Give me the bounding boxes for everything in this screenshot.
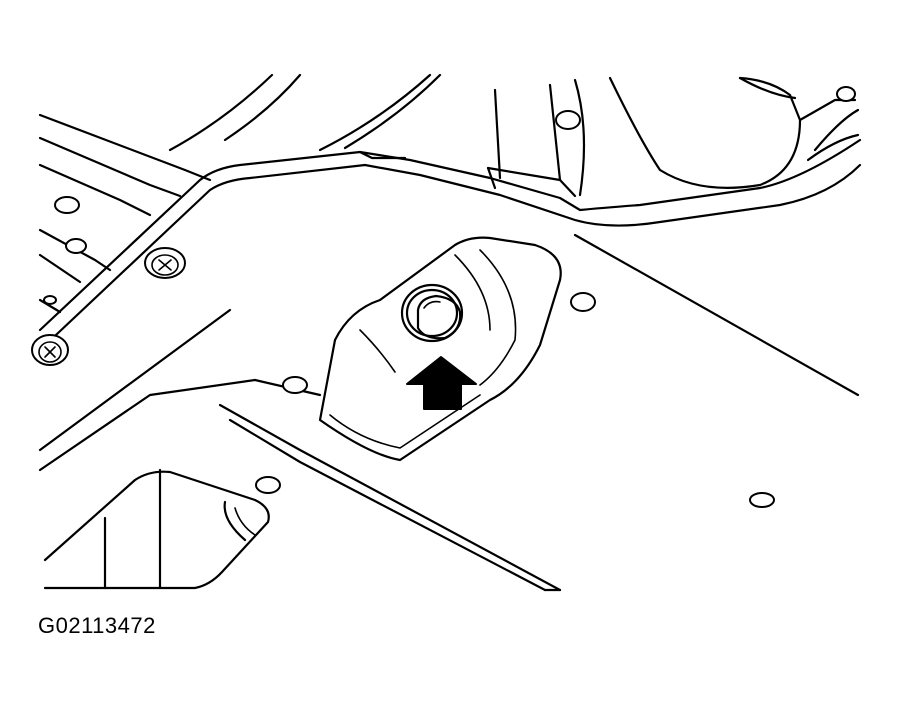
bracket-hole [836, 86, 856, 102]
lower-left-bracket [43, 468, 270, 590]
panel-hole [570, 292, 596, 312]
rail-hole [43, 295, 57, 305]
phillips-screw-icon [144, 247, 186, 279]
upper-right-bracket [493, 76, 860, 197]
bracket-hole [555, 110, 581, 130]
panel-hole [255, 476, 281, 494]
rail-hole [65, 238, 87, 254]
oil-pan-panel [38, 233, 860, 592]
figure-id-label: G02113472 [38, 613, 156, 638]
drain-plug-icon [400, 283, 464, 343]
phillips-screw-icon [31, 334, 69, 366]
panel-hole [749, 492, 775, 508]
up-arrow-icon [406, 356, 477, 410]
upper-left-frame [38, 73, 442, 314]
drain-plug-recess [318, 236, 562, 462]
rail-hole [54, 196, 80, 214]
panel-hole [282, 376, 308, 394]
